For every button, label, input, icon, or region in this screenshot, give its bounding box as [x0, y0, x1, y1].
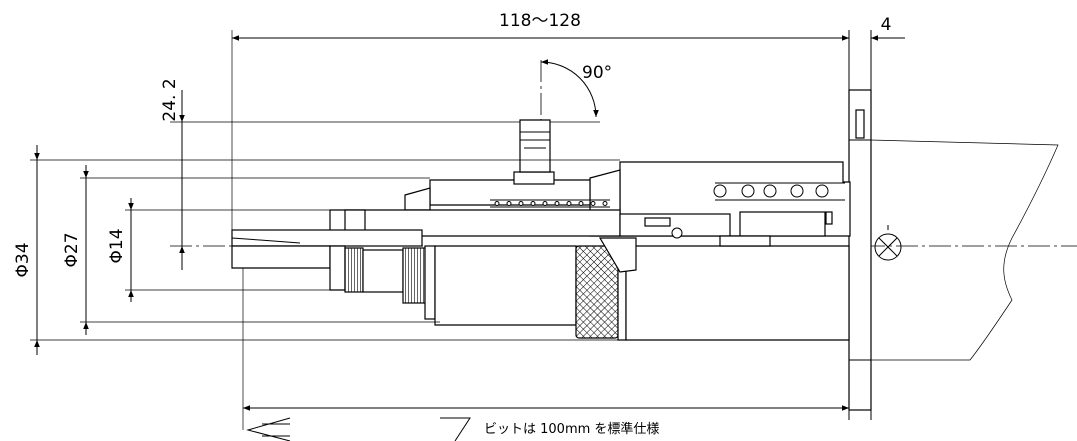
- machine-body: [869, 139, 1059, 361]
- dim-dia-mid: Φ27: [62, 232, 82, 267]
- dim-dia-outer: Φ34: [13, 242, 33, 277]
- dim-angle: 90°: [582, 63, 612, 83]
- dim-dia-inner: Φ14: [107, 228, 127, 263]
- upper-housing: [329, 119, 851, 239]
- dim-height-offset: 24. 2: [160, 78, 180, 121]
- bit-break-icon: [246, 417, 471, 441]
- flange: [848, 30, 872, 420]
- lower-body: [231, 229, 850, 341]
- center-mark-icon: [874, 225, 902, 261]
- bit-note: ビットは 100mm を標準仕様: [484, 421, 659, 437]
- spring-coils: [494, 201, 608, 206]
- angle-arc: [540, 59, 599, 118]
- dim-length-range: 118～128: [499, 11, 581, 31]
- dim-flange-thickness: 4: [881, 15, 892, 35]
